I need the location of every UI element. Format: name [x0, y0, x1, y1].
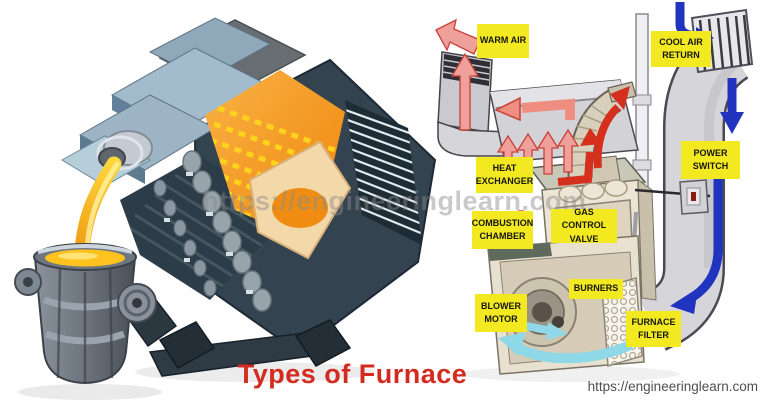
label-warm-air: WARM AIR	[477, 24, 529, 58]
industrial-furnace-illustration	[14, 17, 437, 400]
cooling-fin-stack	[345, 100, 422, 245]
molten-metal-stream	[74, 156, 122, 262]
warm-air-arrows	[435, 18, 630, 186]
label-heat-exchanger: HEAT EXCHANGER	[476, 157, 533, 193]
label-burners: BURNERS	[569, 279, 623, 299]
blower-motor-part	[552, 316, 564, 328]
furnace-stand-legs	[126, 298, 352, 377]
label-cool-air-return: COOL AIR RETURN	[651, 31, 711, 67]
blower-air-arrows	[498, 322, 633, 364]
footer-url: https://engineeringlearn.com	[587, 379, 758, 394]
coil-tube-columns	[153, 150, 272, 312]
page-title: Types of Furnace	[237, 359, 468, 389]
crucible-melt-glow	[272, 188, 328, 228]
coil-clamps	[164, 172, 253, 294]
label-furnace-filter: FURNACE FILTER	[626, 311, 681, 347]
switch-toggle	[691, 192, 696, 201]
label-power-switch: POWER SWITCH	[681, 141, 740, 179]
label-blower-motor: BLOWER MOTOR	[475, 294, 527, 332]
power-switch-box	[634, 179, 711, 215]
label-gas-control-valve: GAS CONTROL VALVE	[551, 207, 617, 244]
ladle-bucket	[14, 243, 157, 385]
heat-exchanger-cells	[558, 179, 628, 203]
label-combustion-chamber: COMBUSTION CHAMBER	[472, 211, 533, 249]
